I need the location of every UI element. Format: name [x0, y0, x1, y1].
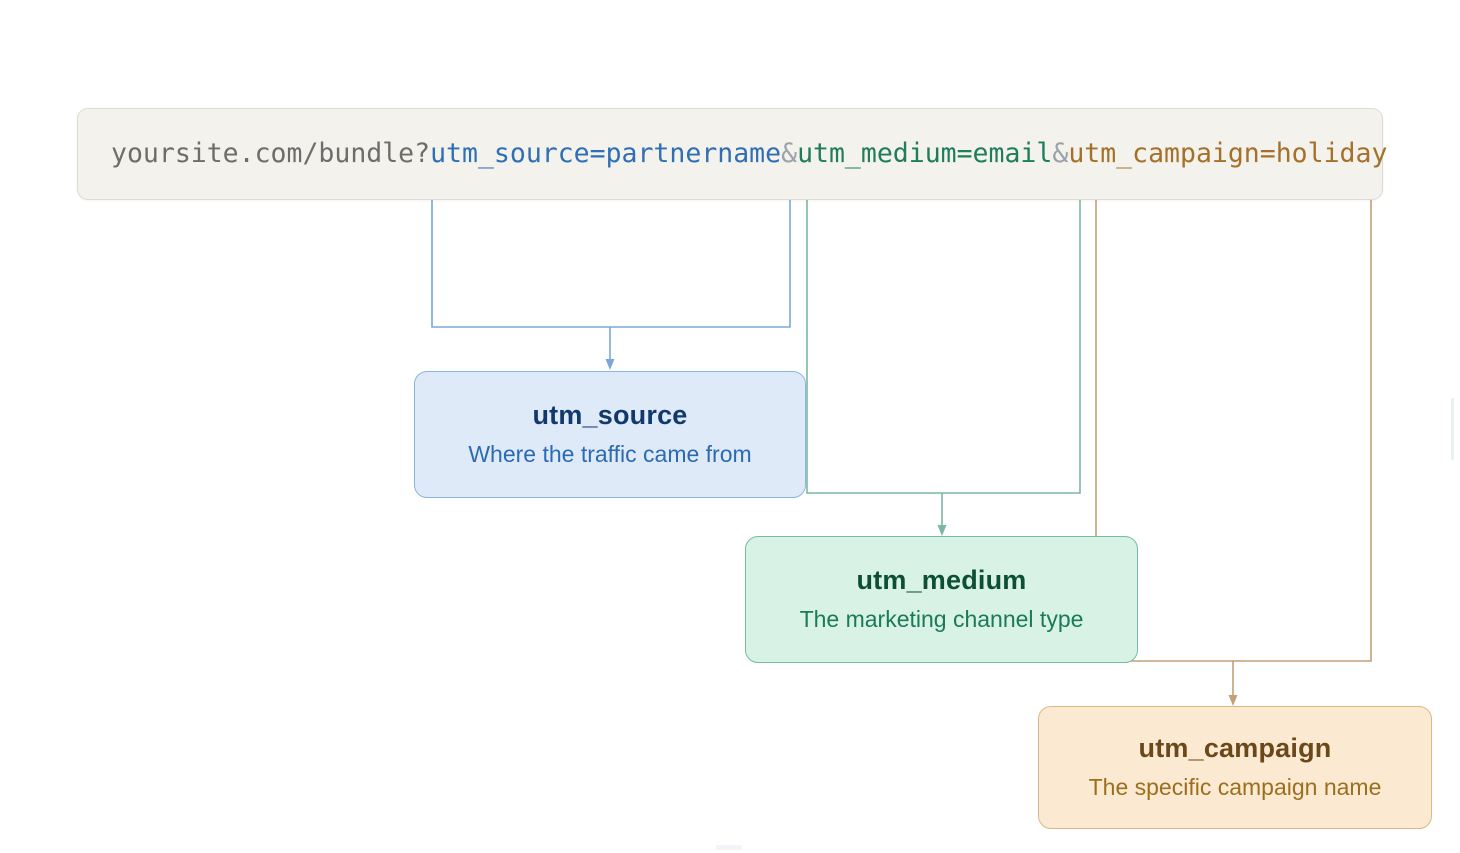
- url-segment-utm-campaign: utm_campaign=holiday: [1068, 137, 1388, 169]
- url-segment-utm-medium: utm_medium=email: [797, 137, 1053, 169]
- node-utm-campaign[interactable]: utm_campaign The specific campaign name: [1038, 706, 1432, 829]
- url-segment-ampersand-2: &: [1052, 137, 1069, 169]
- url-text: yoursite.com/bundle?utm_source=partnerna…: [111, 137, 1388, 169]
- node-utm-source-subtitle: Where the traffic came from: [468, 441, 752, 468]
- url-segment-base: yoursite.com/bundle?: [111, 137, 431, 169]
- node-utm-campaign-title: utm_campaign: [1138, 733, 1332, 764]
- url-segment-ampersand-1: &: [781, 137, 798, 169]
- url-bar[interactable]: yoursite.com/bundle?utm_source=partnerna…: [77, 108, 1387, 200]
- node-utm-source-title: utm_source: [532, 400, 688, 431]
- url-segment-utm-source: utm_source=partnername: [430, 137, 782, 169]
- node-utm-campaign-subtitle: The specific campaign name: [1088, 774, 1382, 801]
- bottom-edge-artifact: [716, 845, 742, 850]
- node-utm-medium-title: utm_medium: [856, 565, 1027, 596]
- node-utm-medium-subtitle: The marketing channel type: [799, 606, 1084, 633]
- connector-utm-medium: [806, 200, 1081, 536]
- node-utm-medium[interactable]: utm_medium The marketing channel type: [745, 536, 1138, 663]
- node-utm-source[interactable]: utm_source Where the traffic came from: [414, 371, 806, 498]
- connector-utm-source: [431, 200, 791, 370]
- right-edge-rail: [1451, 398, 1454, 460]
